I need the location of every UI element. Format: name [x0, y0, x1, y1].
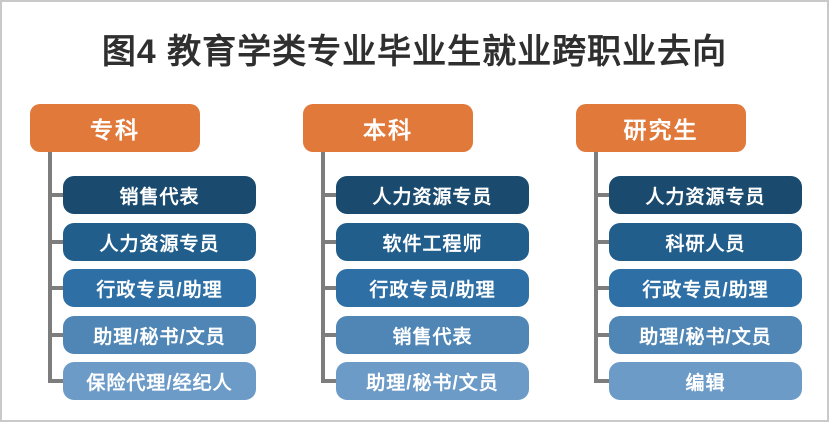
connector-branch	[321, 240, 337, 244]
column-header: 研究生	[576, 104, 746, 152]
occupation-item: 人力资源专员	[63, 223, 256, 261]
occupation-item: 人力资源专员	[609, 176, 802, 214]
connector-branch	[48, 379, 64, 383]
connector-branch	[594, 193, 610, 197]
occupation-item: 助理/秘书/文员	[609, 316, 802, 354]
connector-branch	[594, 286, 610, 290]
occupation-item: 行政专员/助理	[336, 269, 529, 307]
column-benke: 本科 人力资源专员 软件工程师 行政专员/助理 销售代表 助理/秘书/文员	[303, 104, 531, 404]
connector-branch	[321, 333, 337, 337]
connector-branch	[321, 286, 337, 290]
connector-branch	[594, 240, 610, 244]
connector-branch	[321, 379, 337, 383]
connector-trunk	[321, 152, 325, 383]
occupation-item: 编辑	[609, 362, 802, 400]
column-header: 专科	[30, 104, 200, 152]
occupation-item: 科研人员	[609, 223, 802, 261]
occupation-item: 行政专员/助理	[63, 269, 256, 307]
connector-branch	[321, 193, 337, 197]
connector-branch	[48, 240, 64, 244]
connector-trunk	[594, 152, 598, 383]
figure-title: 图4 教育学类专业毕业生就业跨职业去向	[101, 33, 728, 71]
occupation-item: 软件工程师	[336, 223, 529, 261]
connector-branch	[48, 333, 64, 337]
connector-branch	[48, 193, 64, 197]
occupation-item: 销售代表	[336, 316, 529, 354]
column-yanjiusheng: 研究生 人力资源专员 科研人员 行政专员/助理 助理/秘书/文员 编辑	[576, 104, 804, 404]
occupation-item: 销售代表	[63, 176, 256, 214]
occupation-item: 保险代理/经纪人	[63, 362, 256, 400]
column-zhuanke: 专科 销售代表 人力资源专员 行政专员/助理 助理/秘书/文员 保险代理/经纪人	[30, 104, 258, 404]
occupation-item: 助理/秘书/文员	[63, 316, 256, 354]
connector-branch	[594, 333, 610, 337]
occupation-item: 行政专员/助理	[609, 269, 802, 307]
connector-branch	[48, 286, 64, 290]
occupation-item: 助理/秘书/文员	[336, 362, 529, 400]
occupation-item: 人力资源专员	[336, 176, 529, 214]
connector-trunk	[48, 152, 52, 383]
connector-branch	[594, 379, 610, 383]
column-header: 本科	[303, 104, 473, 152]
